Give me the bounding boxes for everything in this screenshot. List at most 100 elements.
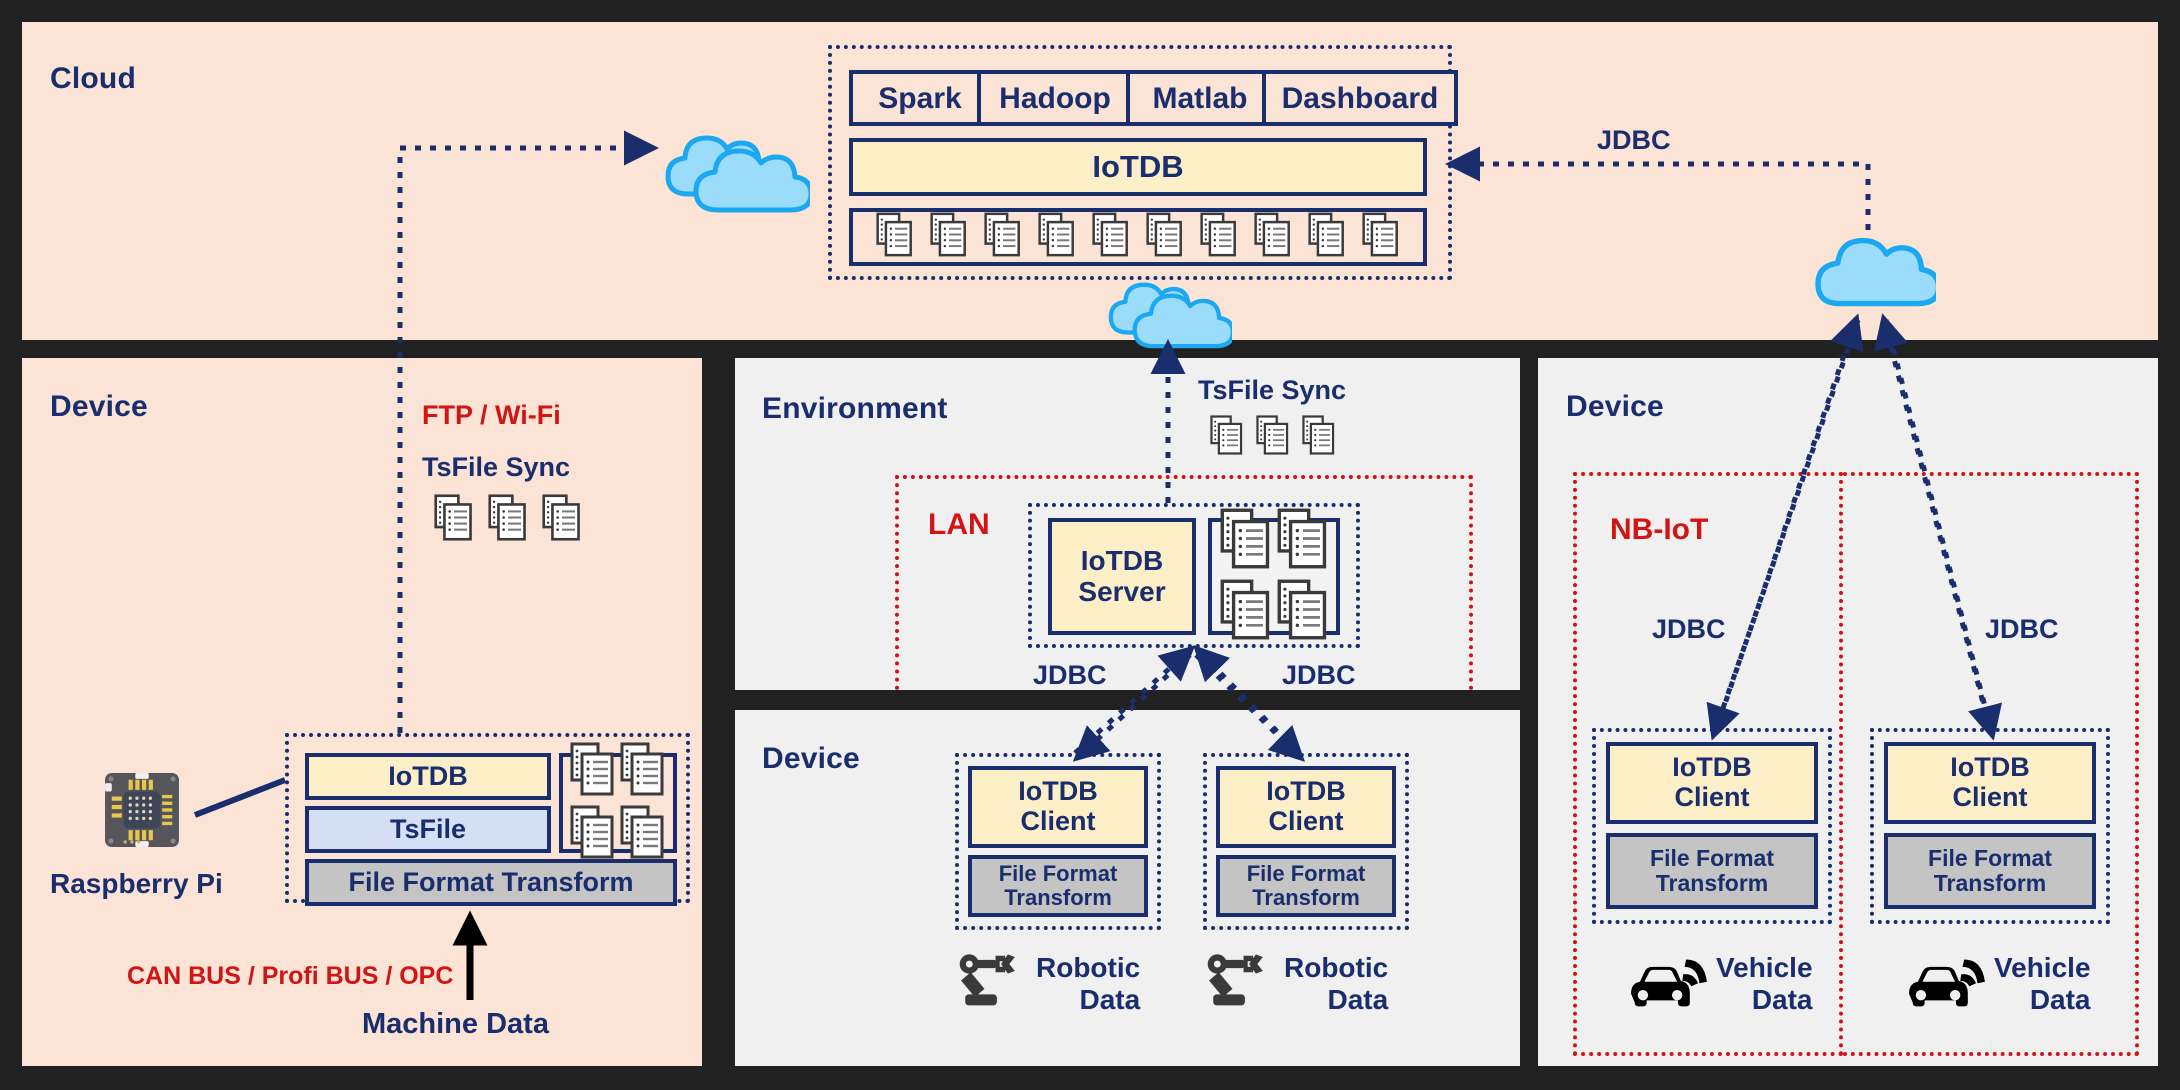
lan-boundary-top (895, 475, 1473, 690)
tsfile-icon (930, 212, 966, 257)
right-jdbc-left-label: JDBC (1652, 614, 1726, 644)
left-iotdb-box[interactable]: IoTDB (305, 753, 551, 800)
environment-tsfile-grid-container (1208, 508, 1340, 640)
tsfile-icon (1146, 212, 1182, 257)
cloud-tsfile-stack (876, 212, 1400, 262)
middle-source-1-line1: Robotic (1036, 952, 1141, 983)
lan-label: LAN (928, 508, 990, 541)
tsfile-doc (542, 494, 582, 546)
tsfile-doc (1277, 579, 1329, 645)
right-client-1-transform-line2: Transform (1655, 870, 1769, 896)
tsfile-doc (1277, 508, 1329, 574)
tsfile-doc (1092, 212, 1130, 262)
middle-client-1-dashed-group[interactable] (955, 753, 1161, 930)
cloud-app-hadoop[interactable]: Hadoop (977, 70, 1133, 126)
tsfile-doc (1200, 212, 1238, 262)
tsfile-icon (1254, 212, 1290, 257)
middle-client-1-transform-line1: File Format (998, 860, 1118, 886)
right-client-2-transform-line2: Transform (1933, 870, 2047, 896)
left-sync-tsfile-stack (434, 494, 582, 546)
tsfile-icon (570, 805, 614, 859)
middle-source-2-line2: Data (1327, 984, 1389, 1016)
middle-client-2-line2: Client (1268, 806, 1344, 836)
middle-source-2-line1: Robotic (1284, 952, 1389, 983)
cloud-icon-right (1808, 228, 1942, 318)
environment-jdbc-right-label: JDBC (1282, 660, 1356, 690)
tsfile-doc (1210, 415, 1244, 460)
middle-client-1-line1: IoTDB (1018, 776, 1098, 807)
tsfile-doc (876, 212, 914, 262)
right-source-2-line2: Data (2029, 984, 2091, 1016)
middle-device-panel-title: Device (762, 742, 860, 775)
left-transform-label: File Format Transform (348, 866, 634, 897)
cloud-app-dashboard[interactable]: Dashboard (1262, 70, 1458, 126)
environment-sync-label: TsFile Sync (1198, 375, 1347, 405)
cloud-app-matlab[interactable]: Matlab (1126, 70, 1274, 126)
left-tsfile-box[interactable]: TsFile (305, 806, 551, 853)
tsfile-doc (1302, 415, 1336, 460)
tsfile-icon (1210, 415, 1243, 455)
nbiot-label: NB-IoT (1610, 513, 1709, 546)
left-hardware-label: Raspberry Pi (50, 868, 223, 899)
tsfile-icon (620, 742, 664, 796)
nbiot-boundary (1573, 472, 1843, 1056)
vehicle-wireless-icon (1625, 952, 1707, 1016)
tsfile-icon (876, 212, 912, 257)
tsfile-doc (1220, 508, 1272, 574)
tsfile-icon (1308, 212, 1344, 257)
tsfile-doc (488, 494, 528, 546)
right-client-2-box[interactable]: IoTDB Client (1884, 742, 2096, 824)
cloud-tsfile-container (849, 208, 1427, 266)
right-source-1-line2: Data (1751, 984, 1813, 1016)
tsfile-icon (570, 742, 614, 796)
right-client-1-box[interactable]: IoTDB Client (1606, 742, 1818, 824)
middle-client-2-transform-box[interactable]: File Format Transform (1216, 855, 1396, 917)
tsfile-icon (542, 494, 580, 541)
right-client-1-transform-box[interactable]: File Format Transform (1606, 833, 1818, 909)
robotic-arm-icon (955, 953, 1025, 1015)
tsfile-icon (620, 805, 664, 859)
tsfile-icon (1302, 415, 1335, 455)
tsfile-doc (434, 494, 474, 546)
tsfile-doc (570, 805, 616, 864)
cloud-app-spark-label: Spark (878, 81, 962, 115)
cloud-panel-title: Cloud (50, 62, 136, 95)
left-device-panel (22, 358, 702, 1066)
right-source-1-line1: Vehicle (1716, 952, 1813, 983)
cloud-app-spark[interactable]: Spark (849, 70, 991, 126)
vehicle-wireless-icon (1903, 952, 1985, 1016)
cloud-jdbc-label: JDBC (1597, 125, 1671, 155)
middle-source-2-label: Robotic Data (1284, 952, 1388, 1016)
middle-client-2-dashed-group[interactable] (1203, 753, 1409, 930)
right-client-1-line1: IoTDB (1672, 752, 1752, 783)
tsfile-icon (1277, 579, 1326, 640)
right-client-2-transform-line1: File Format (1928, 844, 2052, 871)
tsfile-icon (1038, 212, 1074, 257)
tsfile-doc (1256, 415, 1290, 460)
tsfile-doc (1254, 212, 1292, 262)
tsfile-icon (1362, 212, 1398, 257)
tsfile-icon (1200, 212, 1236, 257)
cloud-app-dashboard-label: Dashboard (1281, 81, 1439, 115)
environment-iotdb-server-box[interactable]: IoTDB Server (1048, 518, 1196, 635)
right-client-2-line2: Client (1952, 782, 2028, 812)
left-iotdb-label: IoTDB (388, 760, 468, 791)
tsfile-doc (1220, 579, 1272, 645)
middle-client-2-box[interactable]: IoTDB Client (1216, 766, 1396, 848)
cloud-iotdb-box[interactable]: IoTDB (849, 138, 1427, 196)
middle-client-2-line1: IoTDB (1266, 776, 1346, 807)
middle-client-1-box[interactable]: IoTDB Client (968, 766, 1148, 848)
right-source-2-label: Vehicle Data (1994, 952, 2091, 1016)
right-client-2-transform-box[interactable]: File Format Transform (1884, 833, 2096, 909)
left-tsfile-grid-container (559, 742, 677, 859)
tsfile-doc (984, 212, 1022, 262)
tsfile-icon (984, 212, 1020, 257)
middle-client-2-transform-line2: Transform (1252, 885, 1360, 910)
tsfile-doc (570, 742, 616, 801)
middle-client-1-transform-box[interactable]: File Format Transform (968, 855, 1148, 917)
right-source-2-line1: Vehicle (1994, 952, 2091, 983)
left-transform-box[interactable]: File Format Transform (305, 859, 677, 906)
middle-source-1-label: Robotic Data (1036, 952, 1140, 1016)
tsfile-icon (1277, 508, 1326, 569)
